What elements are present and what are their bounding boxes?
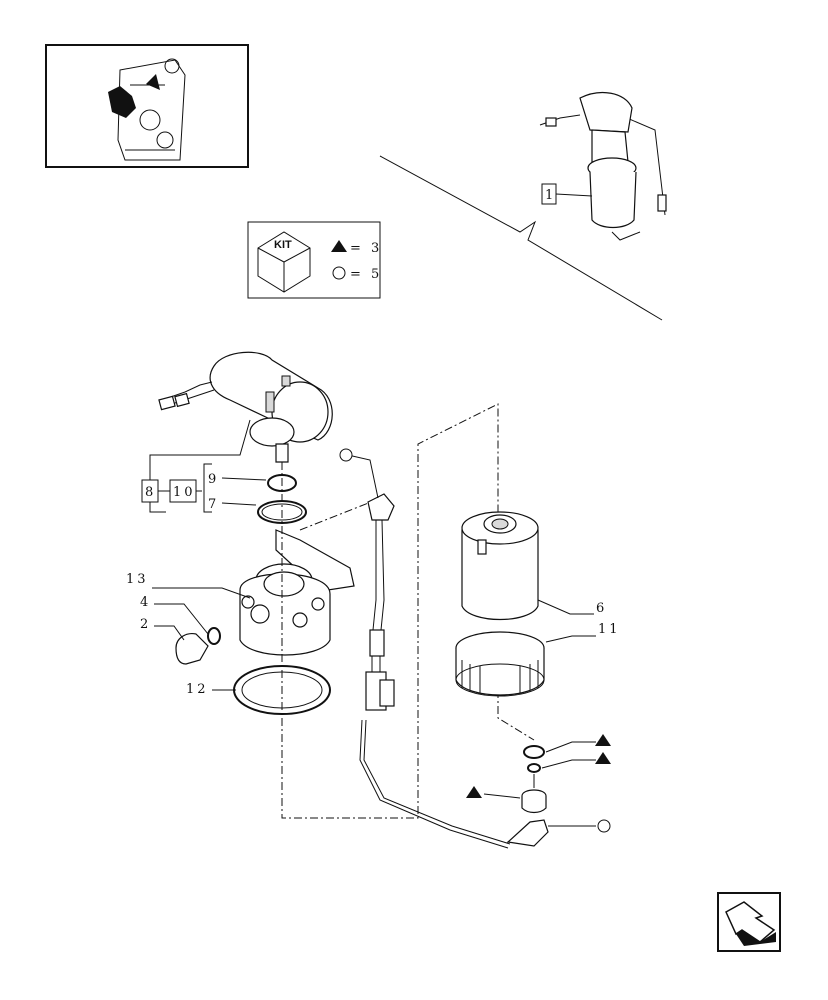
label-9: 9	[208, 472, 219, 487]
pump-head	[158, 351, 333, 463]
filter-bowl: 6	[461, 511, 607, 621]
bottom-parts	[466, 734, 611, 847]
filter-head	[239, 529, 355, 656]
harness-circle-symbol	[339, 448, 353, 462]
triangle-symbol-1	[595, 734, 611, 746]
label-8: 8	[145, 485, 156, 500]
kit-legend: KIT = 3 = 5	[247, 221, 382, 299]
retaining-ring: 11	[455, 622, 621, 697]
circle-count: = 5	[350, 267, 382, 282]
triangle-symbol-2	[595, 752, 611, 764]
label-10: 10	[173, 485, 196, 500]
left-callouts: 13 4 2 12	[126, 572, 251, 697]
label-2: 2	[140, 617, 151, 632]
plug-2	[175, 633, 209, 665]
kit-cube-icon	[257, 231, 311, 293]
triangle-symbol-3	[466, 786, 482, 798]
wiring-harness	[339, 448, 511, 849]
label-13: 13	[126, 572, 149, 587]
label-7: 7	[208, 497, 219, 512]
overview-assembly: 1	[379, 91, 667, 321]
washer-4	[207, 627, 221, 645]
label-6: 6	[596, 601, 607, 616]
engine-location-thumbnail[interactable]	[45, 44, 249, 168]
circle-symbol-bottom	[597, 819, 611, 833]
callout-group-8-10: 8 10 9 7	[141, 419, 267, 513]
label-11: 11	[598, 622, 621, 637]
overview-ref-label: 1	[545, 188, 556, 203]
label-12: 12	[186, 682, 209, 697]
triangle-count: = 3	[350, 241, 382, 256]
label-4: 4	[140, 595, 151, 610]
assembly-lines	[281, 403, 535, 819]
circle-symbol	[332, 266, 346, 280]
kit-label: KIT	[274, 239, 292, 251]
next-page-arrow-icon[interactable]	[717, 892, 781, 952]
triangle-symbol	[331, 240, 347, 252]
